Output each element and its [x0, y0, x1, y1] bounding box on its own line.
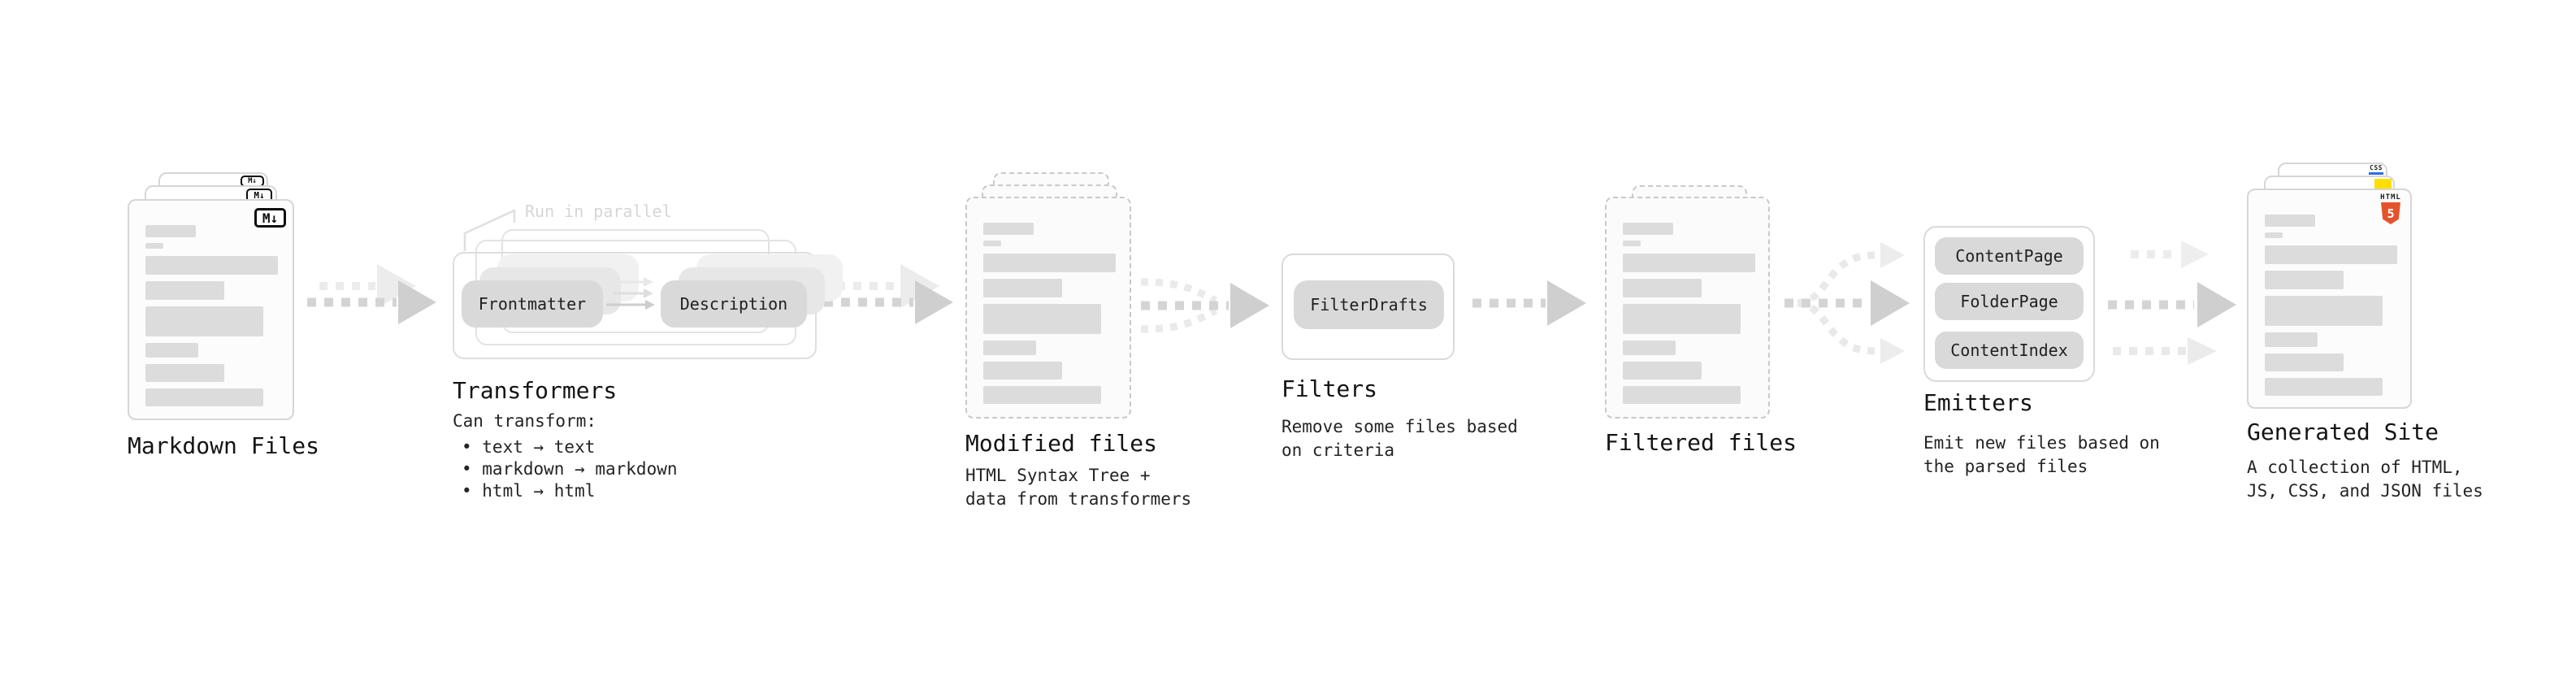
- transformers-bullet: • html → html: [462, 481, 596, 501]
- markdown-doc-page-front: M↓: [128, 199, 294, 420]
- text-line-bar: [2265, 332, 2318, 347]
- modified-files-sub2: data from transformers: [965, 489, 1192, 509]
- text-line-bar: [1623, 279, 1702, 297]
- text-line-bar: [1623, 254, 1755, 272]
- transformers-bullet: • text → text: [462, 437, 596, 457]
- filters-sub2: on criteria: [1281, 440, 1395, 460]
- text-line-bar: [2265, 271, 2344, 289]
- generated-site-sub1: A collection of HTML,: [2247, 458, 2463, 477]
- stage-modified-files: Modified files HTML Syntax Tree + data f…: [965, 163, 1191, 512]
- stage-filters: FilterDrafts Filters Remove some files b…: [1281, 254, 1518, 481]
- transformers-bullet: • markdown → markdown: [462, 459, 678, 479]
- text-line-bar: [2265, 354, 2344, 371]
- html5-shield: 5: [2381, 202, 2400, 224]
- text-line-bar: [983, 223, 1034, 235]
- text-line-bar: [145, 256, 278, 275]
- emitters-sub2: the parsed files: [1923, 457, 2088, 476]
- parallel-flow-arrows: [606, 277, 655, 310]
- stage-label-generated-site: Generated Site: [2247, 419, 2439, 445]
- text-line-bar: [983, 254, 1116, 272]
- javascript-icon: [2374, 179, 2392, 189]
- text-line-bar: [145, 343, 198, 358]
- filtered-doc-page-front: [1605, 197, 1770, 419]
- folderpage-pill: FolderPage: [1935, 283, 2084, 320]
- text-line-bar: [983, 386, 1101, 404]
- stage-label-transformers: Transformers: [453, 377, 618, 404]
- text-line-bar: [145, 243, 163, 249]
- arrow-modified-to-filters: [1140, 278, 1269, 333]
- generated-site-sub2: JS, CSS, and JSON files: [2247, 481, 2483, 501]
- text-line-bar: [1623, 340, 1676, 355]
- css-underline: [2369, 172, 2383, 175]
- arrow-filters-to-filtered: [1472, 280, 1586, 326]
- text-line-bar: [145, 225, 196, 237]
- text-line-bar: [145, 306, 263, 336]
- generated-doc-page-html: HTML 5: [2247, 189, 2412, 409]
- description-pill: Description: [661, 280, 807, 327]
- stage-label-emitters: Emitters: [1923, 389, 2033, 416]
- text-line-bar: [983, 241, 1001, 246]
- stage-generated-site: CSS HTML 5 Generated Site A collection o…: [2247, 163, 2483, 512]
- arrow-transformers-to-modified: [824, 264, 953, 324]
- stage-label-markdown-files: Markdown Files: [128, 432, 320, 459]
- filterdrafts-pill: FilterDrafts: [1294, 280, 1444, 329]
- stage-markdown-files: M↓ M↓ M↓ Markdown Files: [128, 163, 331, 488]
- text-line-bar: [1623, 304, 1741, 334]
- stage-label-modified-files: Modified files: [965, 430, 1158, 457]
- html5-icon: HTML 5: [2379, 193, 2402, 224]
- run-in-parallel-bracket: [463, 209, 516, 251]
- contentindex-pill: ContentIndex: [1935, 332, 2084, 369]
- text-line-bar: [145, 281, 224, 300]
- text-line-bar: [1623, 386, 1741, 404]
- stage-label-filtered-files: Filtered files: [1605, 429, 1798, 456]
- stage-label-filters: Filters: [1281, 375, 1378, 402]
- frontmatter-pill: Frontmatter: [462, 280, 603, 327]
- markdown-icon: M↓: [254, 208, 286, 228]
- text-line-bar: [983, 279, 1062, 297]
- text-line-bar: [2265, 296, 2383, 326]
- text-line-bar: [1623, 362, 1702, 380]
- modified-doc-page-front: [965, 197, 1131, 419]
- stage-emitters: ContentPage FolderPage ContentIndex Emit…: [1923, 226, 2160, 494]
- arrow-filtered-to-emitters: [1785, 242, 1910, 364]
- emitters-sub1: Emit new files based on: [1923, 433, 2160, 453]
- arrow-markdown-to-transformers: [307, 264, 436, 324]
- text-line-bar: [145, 388, 263, 406]
- run-in-parallel-note: Run in parallel: [525, 202, 672, 221]
- transformers-desc-title: Can transform:: [453, 411, 597, 431]
- arrow-emitters-to-generated: [2108, 241, 2236, 365]
- contentpage-pill: ContentPage: [1935, 237, 2084, 275]
- text-line-bar: [145, 364, 224, 382]
- text-line-bar: [983, 340, 1036, 355]
- filters-sub1: Remove some files based: [1281, 417, 1518, 436]
- text-line-bar: [2265, 378, 2383, 396]
- text-line-bar: [1623, 241, 1641, 246]
- text-line-bar: [2265, 232, 2283, 238]
- modified-files-sub1: HTML Syntax Tree +: [965, 466, 1151, 485]
- text-line-bar: [2265, 245, 2397, 264]
- stage-transformers: Run in parallel Frontmatter Description …: [453, 195, 843, 512]
- text-line-bar: [1623, 223, 1673, 235]
- css-icon: CSS: [2369, 165, 2383, 175]
- text-line-bar: [2265, 215, 2315, 227]
- stage-filtered-files: Filtered files: [1605, 163, 1808, 488]
- text-line-bar: [983, 362, 1062, 380]
- text-line-bar: [983, 304, 1101, 334]
